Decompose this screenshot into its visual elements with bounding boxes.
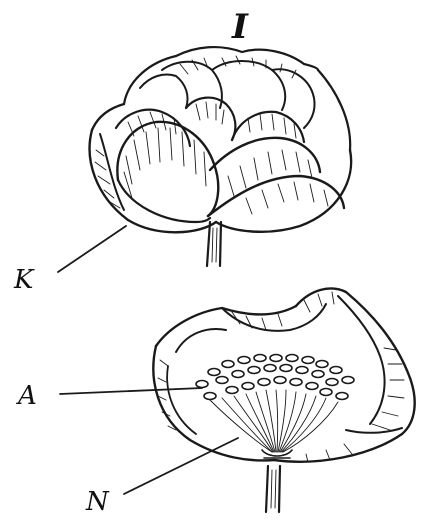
- closed-flower-bud: [90, 47, 352, 266]
- leader-line-k: [58, 226, 126, 272]
- front-petals: [117, 122, 344, 222]
- anther-cluster: [196, 355, 354, 400]
- leader-line-a: [60, 388, 202, 394]
- label-n: N: [85, 487, 110, 517]
- stamens: [196, 355, 354, 459]
- open-flower-section: [153, 288, 414, 512]
- lower-stem: [266, 466, 280, 512]
- label-k-group: K: [13, 226, 126, 295]
- label-n-group: N: [85, 438, 238, 517]
- label-k: K: [13, 265, 35, 295]
- label-a: A: [16, 381, 37, 411]
- leader-line-n: [124, 438, 238, 494]
- figure-title: I: [231, 7, 249, 47]
- perianth-cup: [153, 288, 414, 462]
- upper-stem: [207, 222, 221, 266]
- filament-bundle: [210, 390, 338, 458]
